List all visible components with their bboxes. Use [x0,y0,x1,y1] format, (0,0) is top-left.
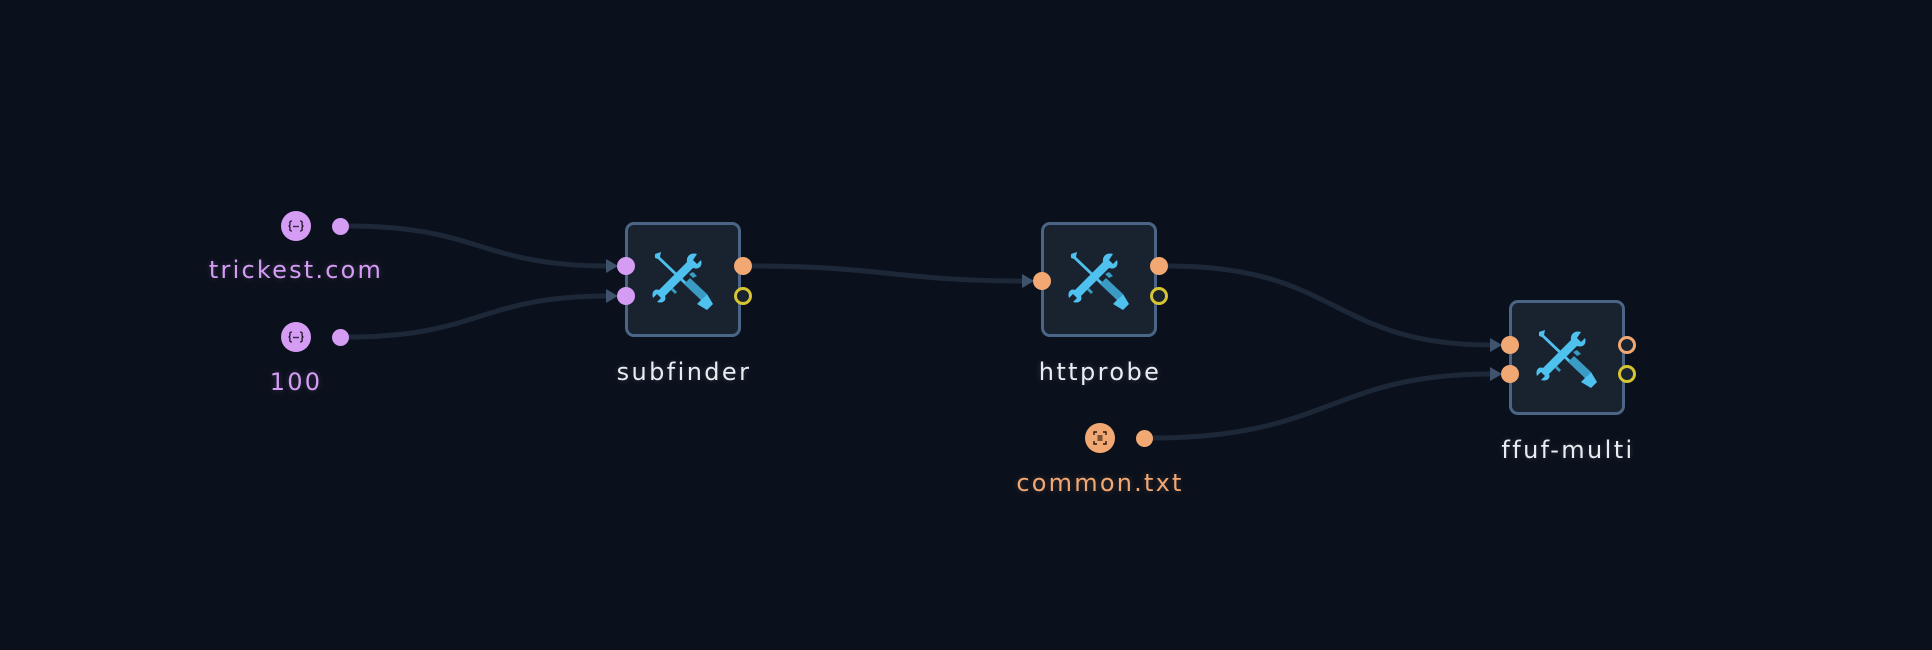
edge-httprobe-to-ffuf[interactable] [1165,263,1495,348]
file-scan-icon [1085,423,1115,453]
edge-subfinder-to-httprobe[interactable] [749,263,1027,284]
tool-label: httprobe [1038,358,1162,386]
tool-node-box[interactable] [1509,300,1625,415]
edge-arrow-icon [1022,274,1034,288]
output-port-status[interactable] [1150,287,1168,305]
output-port[interactable] [332,329,349,346]
input-label: 100 [269,368,323,396]
edge-common-to-ffuf[interactable] [1149,371,1495,441]
tools-icon [652,251,713,310]
tool-node-box[interactable] [1041,222,1157,337]
input-port-1[interactable] [1033,272,1051,290]
code-braces-icon [281,211,311,241]
edge-arrow-icon [1490,338,1502,352]
input-port-1[interactable] [1501,336,1519,354]
edge-arrow-icon [1490,367,1502,381]
input-port-2[interactable] [617,287,635,305]
output-port-file[interactable] [1618,336,1636,354]
tool-label: subfinder [616,358,752,386]
tool-label: ffuf-multi [1501,436,1635,464]
tools-icon [1068,251,1129,310]
edge-100-to-subfinder[interactable] [345,293,611,340]
input-label: common.txt [1016,469,1184,497]
edge-arrow-icon [606,259,618,273]
input-label: trickest.com [208,256,384,284]
output-port-status[interactable] [1618,365,1636,383]
input-port-1[interactable] [617,257,635,275]
tool-node-box[interactable] [625,222,741,337]
output-port[interactable] [332,218,349,235]
code-braces-icon [281,322,311,352]
input-port-2[interactable] [1501,365,1519,383]
edge-trickest-to-subfinder[interactable] [345,223,611,269]
tools-icon [1536,329,1597,388]
output-port-file[interactable] [734,257,752,275]
edge-arrow-icon [606,289,618,303]
output-port-file[interactable] [1150,257,1168,275]
output-port-status[interactable] [734,287,752,305]
output-port[interactable] [1136,430,1153,447]
